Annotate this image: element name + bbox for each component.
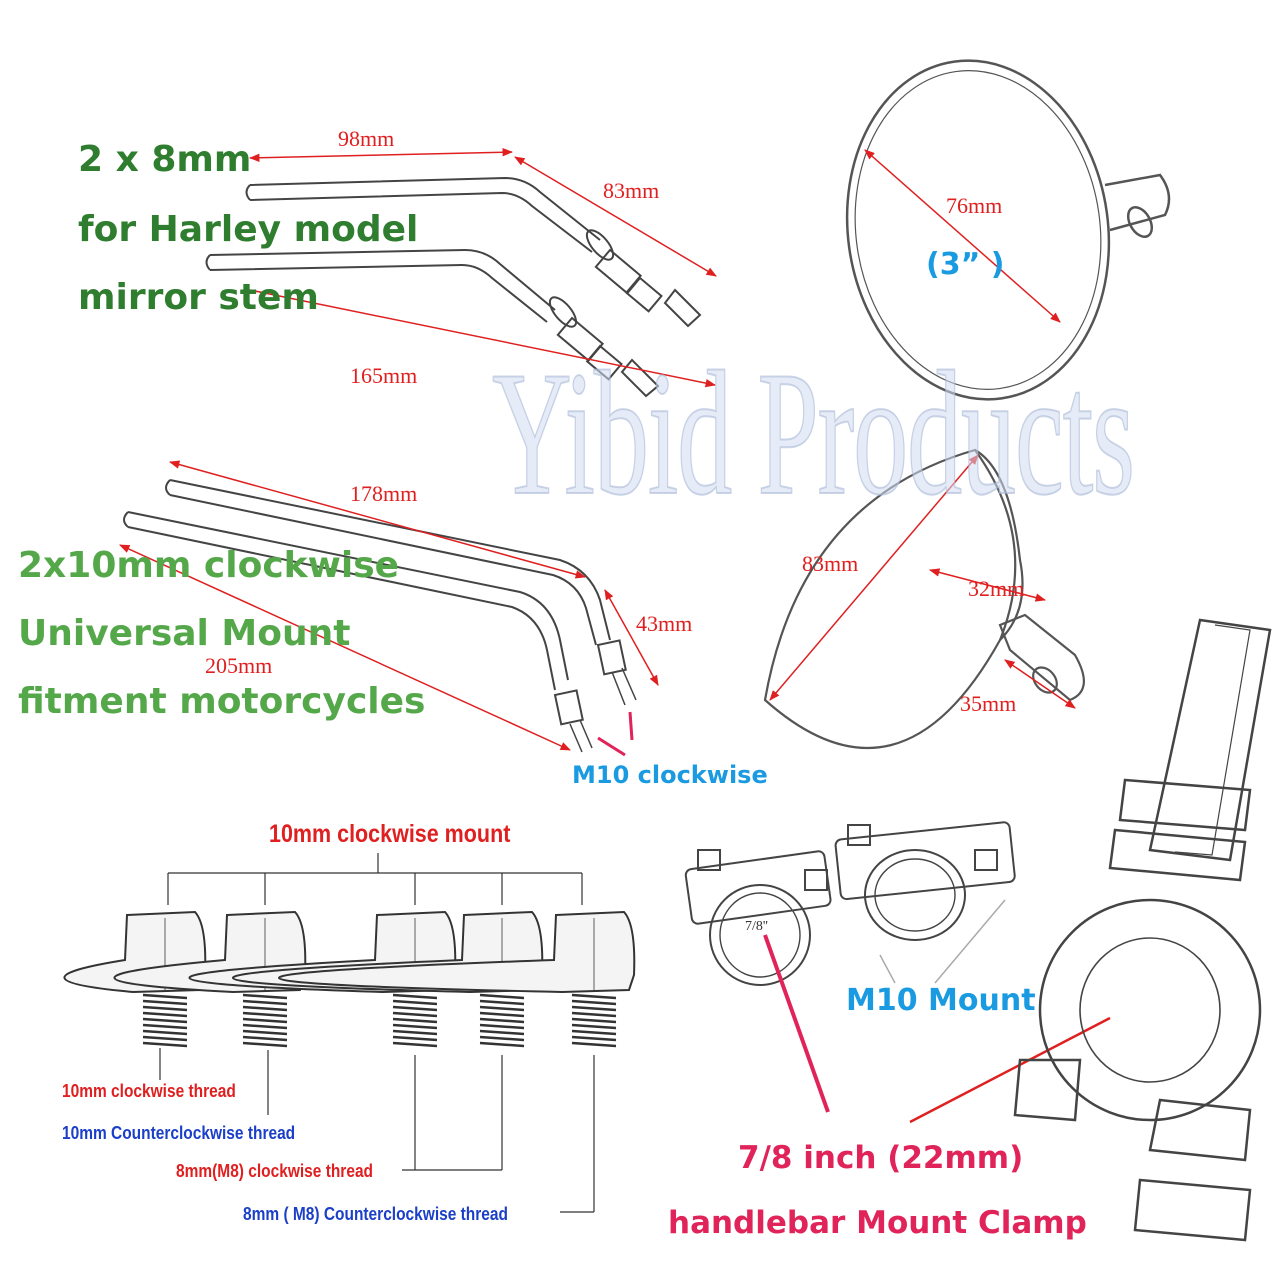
- label-8mm-ccw: 8mm ( M8) Counterclockwise thread: [243, 1204, 508, 1224]
- watermark: Yibid Products: [491, 333, 1135, 533]
- harley-title-line1: 2 x 8mm: [78, 139, 252, 180]
- dim-178mm: 178mm: [350, 481, 418, 506]
- universal-title-line3: fitment motorcycles: [18, 681, 426, 722]
- clamp-inner-label: 7/8'': [745, 919, 768, 934]
- adapter-bolts: [63, 910, 636, 1048]
- label-10mm-cw: 10mm clockwise thread: [62, 1081, 236, 1101]
- mirror-front-drawing: [845, 59, 1171, 401]
- dim-205mm: 205mm: [205, 653, 273, 678]
- inch-label: (3” ): [926, 247, 1005, 282]
- m10-pointers: [597, 711, 634, 757]
- dim-165mm: 165mm: [350, 363, 418, 388]
- dim-83mm-mirror: 83mm: [802, 551, 859, 576]
- mirror-side-dimensions: [769, 454, 1076, 709]
- harley-title-line2: for Harley model: [78, 209, 419, 250]
- clamp-size-line2: handlebar Mount Clamp: [668, 1205, 1087, 1241]
- clamp-large-drawing: [1013, 618, 1272, 1242]
- dim-32mm: 32mm: [968, 576, 1025, 601]
- dim-98mm: 98mm: [338, 126, 395, 151]
- dim-43mm: 43mm: [636, 611, 693, 636]
- m10-mount-label: M10 Mount: [846, 983, 1036, 1018]
- harley-stems-drawing: [205, 176, 702, 398]
- dim-76mm: 76mm: [946, 193, 1003, 218]
- mirror-76mm-line: [864, 149, 1061, 323]
- harley-title-line3: mirror stem: [78, 277, 319, 318]
- dim-83mm-stem: 83mm: [603, 178, 660, 203]
- harley-stems-dimensions: [248, 148, 717, 388]
- clamp-pointers: [763, 899, 1111, 1124]
- m10-clockwise-label: M10 clockwise: [572, 761, 768, 789]
- label-8mm-cw: 8mm(M8) clockwise thread: [176, 1161, 374, 1181]
- universal-title-line2: Universal Mount: [18, 613, 351, 654]
- clamp-size-line1: 7/8 inch (22mm): [738, 1140, 1024, 1176]
- dim-35mm: 35mm: [960, 691, 1017, 716]
- clamp-small-drawing: [684, 821, 1016, 986]
- adapter-tree: [159, 853, 595, 1213]
- long-stems-dimensions: [119, 460, 659, 751]
- adapter-bolt: [278, 910, 636, 1048]
- universal-title-line1: 2x10mm clockwise: [18, 545, 400, 586]
- adapter-header: 10mm clockwise mount: [269, 820, 511, 848]
- label-10mm-ccw: 10mm Counterclockwise thread: [62, 1123, 296, 1143]
